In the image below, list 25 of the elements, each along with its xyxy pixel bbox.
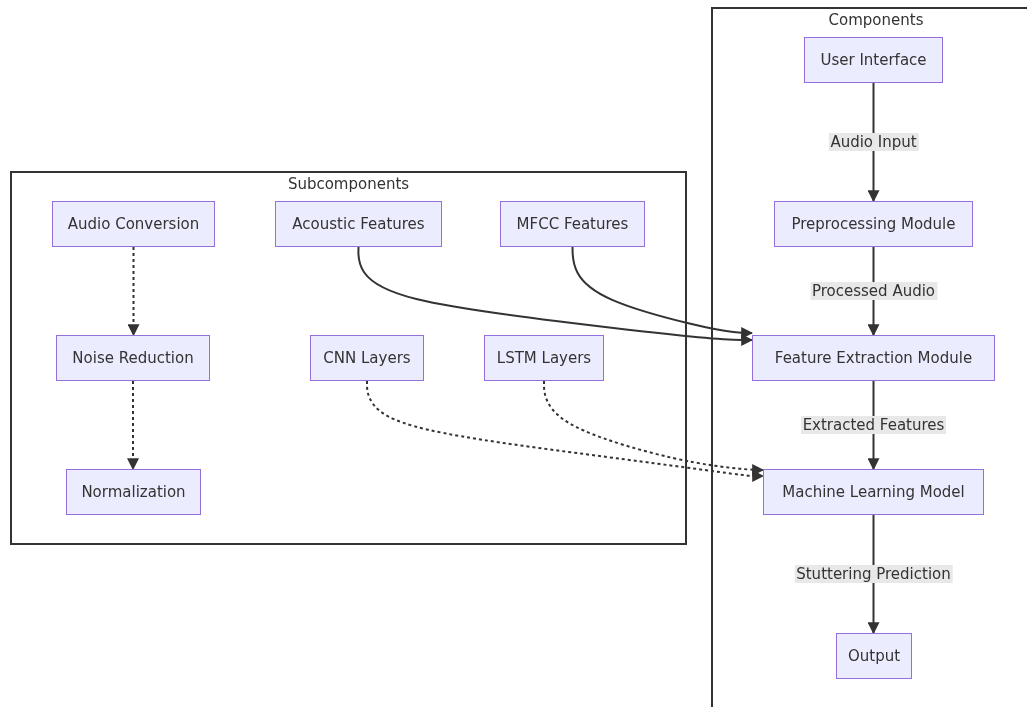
edge-label: Stuttering Prediction: [794, 565, 953, 583]
edge-label: Processed Audio: [809, 282, 938, 300]
process-box: Noise Reduction: [56, 335, 210, 381]
process-box: MFCC Features: [500, 201, 645, 247]
arrow: [543, 380, 765, 476]
process-box: Acoustic Features: [275, 201, 442, 247]
arrow: [127, 246, 140, 337]
group-title: Components: [828, 11, 924, 29]
arrow: [357, 246, 754, 346]
process-box: Audio Conversion: [52, 201, 215, 247]
process-box: Output: [836, 633, 912, 679]
process-box: Preprocessing Module: [774, 201, 973, 247]
process-box: CNN Layers: [310, 335, 424, 381]
process-box: User Interface: [804, 37, 943, 83]
process-box: LSTM Layers: [484, 335, 604, 381]
process-box: Machine Learning Model: [763, 469, 984, 515]
edge-label: Audio Input: [828, 133, 919, 151]
group-frame: [10, 171, 687, 545]
arrow: [366, 380, 765, 482]
arrow: [127, 380, 139, 471]
edge-label: Extracted Features: [800, 416, 947, 434]
process-box: Normalization: [66, 469, 201, 515]
group-title: Subcomponents: [287, 175, 410, 193]
process-box: Feature Extraction Module: [752, 335, 995, 381]
arrow: [571, 246, 754, 339]
